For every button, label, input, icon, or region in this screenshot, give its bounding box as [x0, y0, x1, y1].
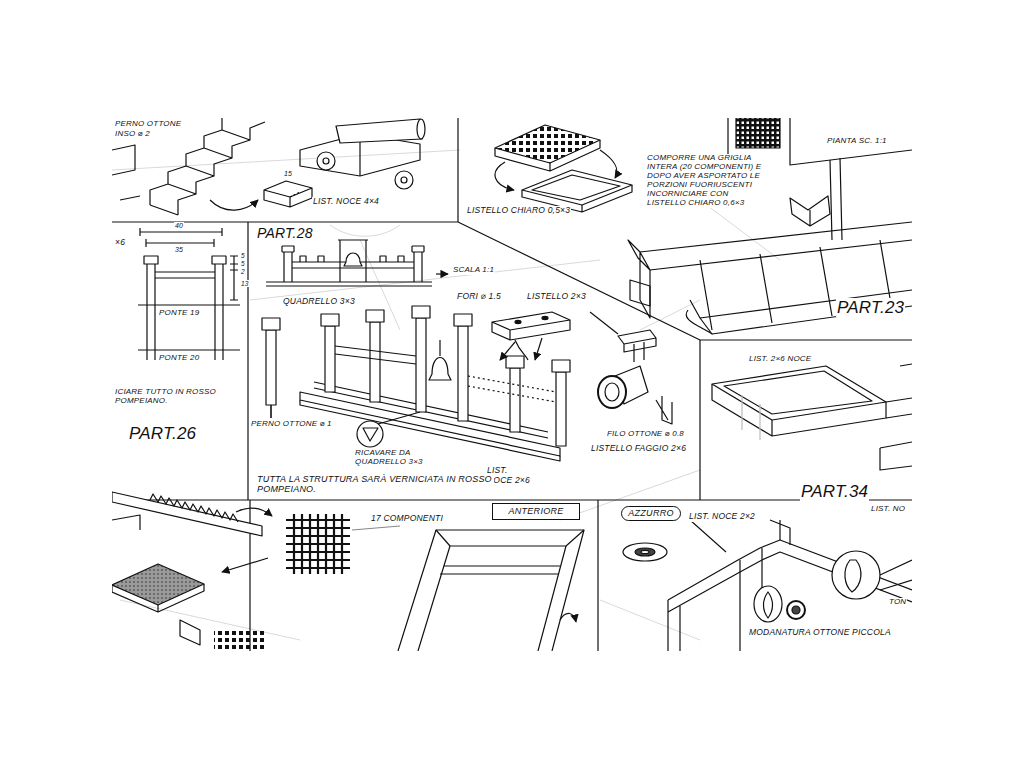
- tag-text: AZZURRO: [622, 508, 680, 518]
- material-label: TON: [888, 598, 907, 607]
- material-label: LIST. NOCE 4×4: [312, 197, 380, 207]
- material-label: LIST. NOCE 2×2: [688, 512, 756, 522]
- material-label: QUADRELLO 3×3: [282, 297, 356, 307]
- part-title: PART.23: [836, 298, 905, 317]
- dimension: 2: [240, 268, 246, 275]
- material-label: PERNO OTTONE ⌀ 1: [250, 420, 333, 429]
- material-label: PERNO OTTONE: [114, 120, 182, 129]
- material-label: LIST. 2×6 NOCE: [748, 355, 812, 364]
- dimension: 40: [174, 222, 184, 230]
- material-label: INSO ⌀ 2: [114, 130, 151, 139]
- material-label: LISTELLO 2×3: [526, 292, 587, 302]
- scale-note: PIANTA SC. 1:1: [826, 137, 888, 146]
- machining-note: RICAVARE DA QUADRELLO 3×3: [354, 449, 456, 467]
- part-label: PONTE 19: [158, 309, 200, 318]
- dimension: 5: [240, 260, 246, 267]
- material-label: FORI ⌀ 1.5: [456, 292, 502, 302]
- assembly-note: COMPORRE UNA GRIGLIA INTERA (20 COMPONEN…: [646, 154, 768, 208]
- material-label: LISTELLO CHIARO 0,5×3: [466, 206, 571, 216]
- tag-text: ANTERIORE: [493, 506, 579, 516]
- material-label: LIST. NO: [870, 505, 906, 514]
- dimension: 5: [240, 252, 246, 259]
- dimension: 35: [174, 246, 184, 254]
- material-label: MODANATURA OTTONE PICCOLA: [748, 628, 892, 638]
- dimension: 15: [283, 170, 293, 178]
- dimension: 13: [240, 280, 250, 287]
- view-tag: ANTERIORE: [492, 503, 580, 520]
- dimension: ×6: [114, 238, 126, 248]
- material-label: LISTELLO FAGGIO 2×6: [590, 444, 687, 454]
- part-title: PART.26: [128, 424, 197, 443]
- painting-note: ICIARE TUTTO IN ROSSO POMPEIANO.: [114, 388, 238, 406]
- part-title: PART.28: [256, 226, 314, 242]
- count-note: 17 COMPONENTI: [370, 514, 444, 524]
- color-tag: AZZURRO: [621, 506, 681, 521]
- scale-note: SCALA 1:1: [452, 266, 495, 275]
- part-title: PART.34: [800, 482, 869, 501]
- material-label: FILO OTTONE ⌀ 0.8: [606, 430, 685, 439]
- painting-note: TUTTA LA STRUTTURA SARÀ VERNICIATA IN RO…: [256, 474, 494, 494]
- part-label: PONTE 20: [158, 354, 200, 363]
